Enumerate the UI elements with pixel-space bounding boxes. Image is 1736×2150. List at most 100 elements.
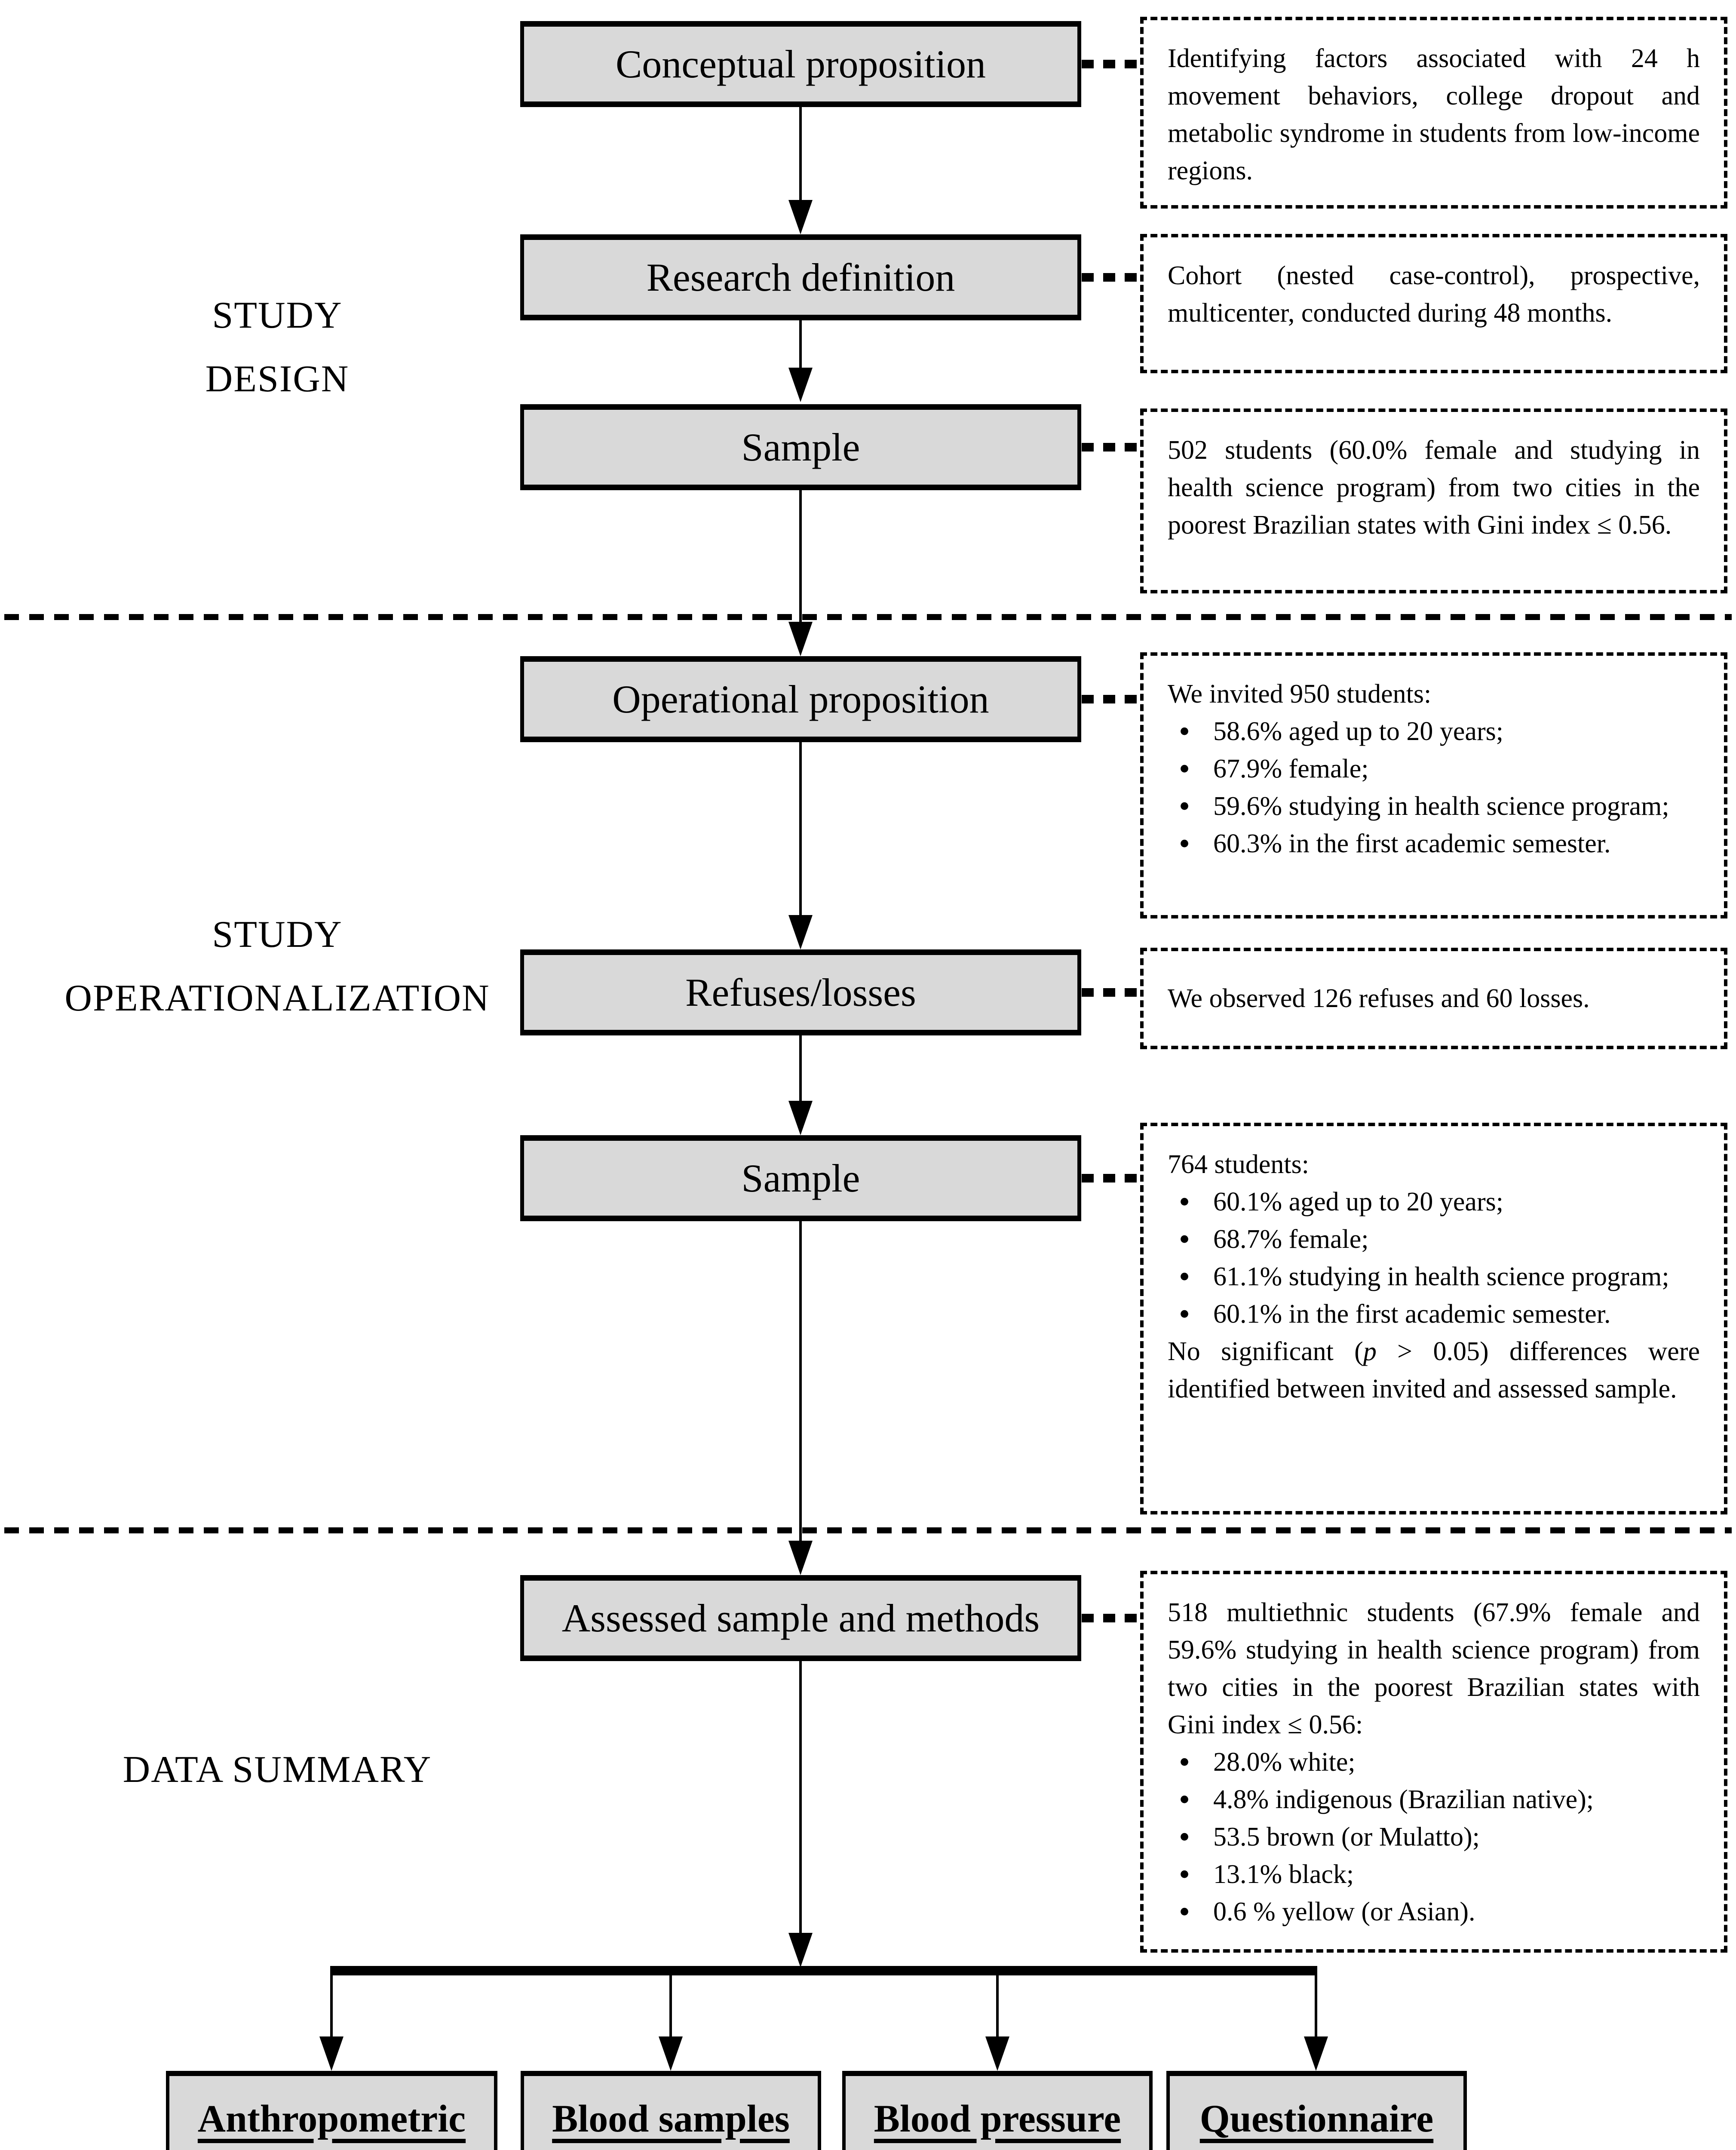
note-text: 764 students: (1168, 1150, 1309, 1179)
note-assessed-sample: 518 multiethnic students (67.9% female a… (1140, 1571, 1727, 1953)
note-refuses-losses: We observed 126 refuses and 60 losses. (1140, 948, 1727, 1049)
outcome-box-blood-pressure: Blood pressure n = 737 (842, 2071, 1153, 2150)
outcome-title: Blood samples (552, 2098, 790, 2140)
note-bullet: 13.1% black; (1168, 1856, 1700, 1893)
flow-box-conceptual-proposition: Conceptual proposition (520, 21, 1081, 107)
note-bullet: 53.5 brown (or Mulatto); (1168, 1818, 1700, 1856)
arrow-line (799, 1661, 802, 1933)
note-text: No significant (p > 0.05) differences we… (1168, 1333, 1700, 1408)
branch-arrow-line (330, 1975, 333, 2036)
flow-box-operational-proposition: Operational proposition (520, 656, 1081, 742)
note-bullet-text: 68.7% female; (1213, 1225, 1369, 1254)
note-bullet-text: 59.6% studying in health science program… (1213, 792, 1669, 821)
connector-dashed (1082, 1614, 1140, 1622)
note-text: We invited 950 students: (1168, 679, 1432, 709)
flow-box-title: Operational proposition (612, 677, 989, 721)
note-text: Identifying factors associated with 24 h… (1168, 44, 1700, 185)
arrow-down-icon (788, 368, 813, 402)
note-bullet: 67.9% female; (1168, 750, 1700, 788)
note-bullet: 68.7% female; (1168, 1221, 1700, 1258)
section-label-line: STUDY (212, 295, 343, 336)
connector-dashed (1082, 1174, 1140, 1182)
note-text-part: > 0.05) differences were identified betw… (1168, 1337, 1700, 1404)
flow-box-research-definition: Research definition (520, 234, 1081, 320)
flow-box-refuses-losses: Refuses/losses (520, 949, 1081, 1035)
section-label-study-operationalization: STUDY OPERATIONALIZATION (17, 903, 537, 1030)
outcome-title: Blood pressure (874, 2098, 1121, 2140)
branch-arrow-line (669, 1975, 672, 2036)
flow-box-title: Refuses/losses (685, 971, 916, 1014)
flow-box-sample-1: Sample (520, 404, 1081, 490)
note-bullet-text: 0.6 % yellow (or Asian). (1213, 1897, 1475, 1926)
connector-dashed (1082, 273, 1140, 282)
connector-dashed (1082, 60, 1140, 68)
arrow-down-icon (788, 915, 813, 949)
branch-arrow-line (996, 1975, 999, 2036)
arrow-line (799, 1035, 802, 1101)
outcome-title: Anthropometric (197, 2098, 466, 2140)
note-sample-2: 764 students: 60.1% aged up to 20 years;… (1140, 1123, 1727, 1514)
section-label-study-design: STUDY DESIGN (17, 284, 537, 411)
section-divider (4, 1527, 1732, 1533)
arrow-down-icon (788, 1541, 813, 1575)
note-bullet-text: 60.3% in the first academic semester. (1213, 829, 1611, 858)
connector-dashed (1082, 695, 1140, 703)
note-bullet-text: 53.5 brown (or Mulatto); (1213, 1822, 1480, 1852)
note-text-part: No significant ( (1168, 1337, 1363, 1366)
arrow-down-icon (985, 2036, 1009, 2071)
arrow-line (799, 742, 802, 915)
note-bullet-text: 4.8% indigenous (Brazilian native); (1213, 1785, 1594, 1814)
note-bullet: 0.6 % yellow (or Asian). (1168, 1893, 1700, 1931)
outcome-box-blood-samples: Blood samples n = 397 (521, 2071, 821, 2150)
note-bullet-text: 13.1% black; (1213, 1860, 1354, 1889)
section-label-data-summary: DATA SUMMARY (17, 1738, 537, 1802)
section-label-line: STUDY (212, 914, 343, 955)
note-text: 518 multiethnic students (67.9% female a… (1168, 1598, 1700, 1739)
arrow-down-icon (659, 2036, 683, 2071)
note-operational-proposition: We invited 950 students: 58.6% aged up t… (1140, 652, 1727, 918)
note-sample-1: 502 students (60.0% female and studying … (1140, 408, 1727, 593)
flow-box-assessed-sample: Assessed sample and methods (520, 1575, 1081, 1661)
section-label-line: DATA SUMMARY (123, 1749, 432, 1791)
section-label-line: DESIGN (205, 358, 350, 400)
note-bullet: 58.6% aged up to 20 years; (1168, 713, 1700, 750)
outcome-box-anthropometric: Anthropometric n = 737 (166, 2071, 497, 2150)
flow-box-sample-2: Sample (520, 1135, 1081, 1221)
note-conceptual-proposition: Identifying factors associated with 24 h… (1140, 17, 1727, 209)
note-bullet-text: 60.1% aged up to 20 years; (1213, 1187, 1503, 1216)
arrow-line (799, 490, 802, 622)
note-bullet-text: 58.6% aged up to 20 years; (1213, 717, 1503, 746)
note-bullet: 4.8% indigenous (Brazilian native); (1168, 1781, 1700, 1818)
note-bullet: 60.1% in the first academic semester. (1168, 1296, 1700, 1333)
note-text: Cohort (nested case-control), prospectiv… (1168, 261, 1700, 328)
arrow-down-icon (788, 622, 813, 656)
connector-dashed (1082, 988, 1140, 997)
arrow-down-icon (1304, 2036, 1328, 2071)
branch-arrow-line (1315, 1975, 1317, 2036)
note-bullet-text: 67.9% female; (1213, 754, 1369, 783)
flow-box-title: Assessed sample and methods (561, 1596, 1040, 1640)
note-bullet-text: 28.0% white; (1213, 1748, 1356, 1777)
arrow-line (799, 107, 802, 200)
note-text: We observed 126 refuses and 60 losses. (1168, 983, 1590, 1013)
arrow-line (799, 1221, 802, 1541)
arrow-down-icon (788, 1933, 813, 1967)
flow-box-title: Research definition (646, 255, 955, 299)
flow-box-title: Conceptual proposition (615, 42, 986, 86)
connector-dashed (1082, 443, 1140, 452)
outcome-title: Questionnaire (1199, 2098, 1434, 2140)
outcome-box-questionnaire: Questionnaire n = 521 (1166, 2071, 1467, 2150)
branch-line (330, 1966, 1317, 1975)
note-text-italic-p: p (1363, 1337, 1377, 1366)
arrow-down-icon (788, 200, 813, 234)
note-bullet: 61.1% studying in health science program… (1168, 1258, 1700, 1296)
arrow-down-icon (788, 1101, 813, 1135)
note-bullet-text: 61.1% studying in health science program… (1213, 1262, 1669, 1291)
note-bullet: 60.3% in the first academic semester. (1168, 825, 1700, 863)
arrow-down-icon (319, 2036, 344, 2071)
section-divider (4, 614, 1732, 620)
note-bullet: 60.1% aged up to 20 years; (1168, 1183, 1700, 1221)
note-bullet-text: 60.1% in the first academic semester. (1213, 1299, 1611, 1329)
section-label-line: OPERATIONALIZATION (64, 977, 490, 1019)
note-bullet: 59.6% studying in health science program… (1168, 788, 1700, 825)
